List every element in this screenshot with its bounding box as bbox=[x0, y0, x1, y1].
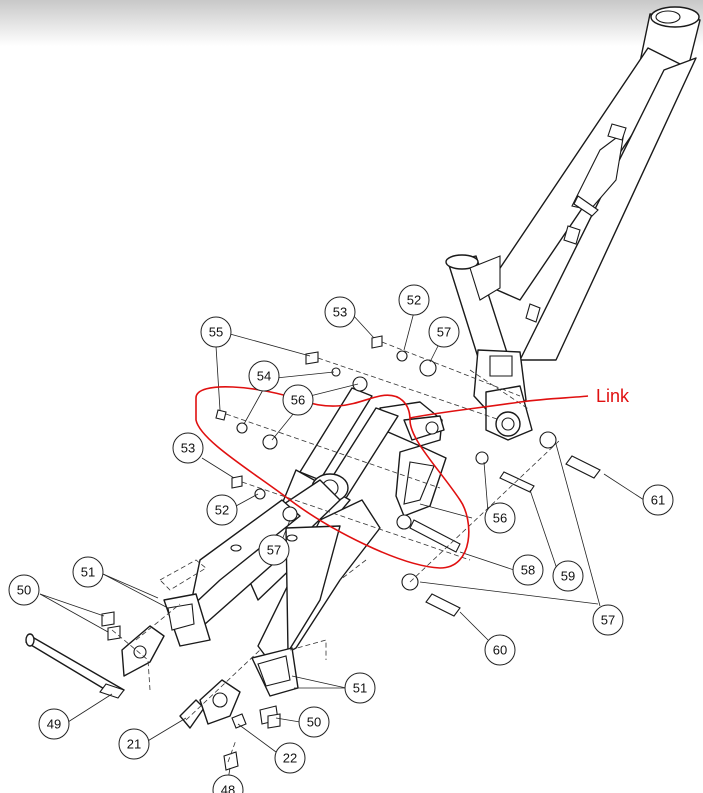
callout-48: 48 bbox=[212, 774, 244, 793]
callout-51: 51 bbox=[72, 556, 104, 588]
callout-61: 61 bbox=[642, 484, 674, 516]
svg-text:21: 21 bbox=[127, 737, 141, 752]
svg-text:50: 50 bbox=[17, 583, 31, 598]
leader-lines bbox=[39, 311, 645, 781]
callout-57: 57 bbox=[592, 604, 624, 636]
svg-text:52: 52 bbox=[215, 503, 229, 518]
callout-54: 54 bbox=[248, 360, 280, 392]
callout-57: 57 bbox=[428, 316, 460, 348]
link-rocker bbox=[379, 401, 447, 517]
svg-text:56: 56 bbox=[493, 511, 507, 526]
callout-51: 51 bbox=[344, 672, 376, 704]
svg-text:59: 59 bbox=[561, 569, 575, 584]
svg-text:55: 55 bbox=[209, 325, 223, 340]
svg-text:60: 60 bbox=[493, 643, 507, 658]
chain-stays bbox=[163, 479, 381, 697]
callout-21: 21 bbox=[118, 728, 150, 760]
callout-58: 58 bbox=[512, 554, 544, 586]
callout-60: 60 bbox=[484, 634, 516, 666]
svg-text:53: 53 bbox=[333, 305, 347, 320]
svg-text:56: 56 bbox=[291, 393, 305, 408]
callout-50: 50 bbox=[8, 574, 40, 606]
callout-53: 53 bbox=[172, 432, 204, 464]
callout-22: 22 bbox=[274, 742, 306, 774]
assembly-lines bbox=[111, 341, 561, 763]
callout-56: 56 bbox=[282, 384, 314, 416]
svg-text:53: 53 bbox=[181, 441, 195, 456]
callout-55: 55 bbox=[200, 316, 232, 348]
callout-49: 49 bbox=[38, 708, 70, 740]
svg-text:61: 61 bbox=[651, 493, 665, 508]
svg-text:58: 58 bbox=[521, 563, 535, 578]
svg-text:49: 49 bbox=[47, 717, 61, 732]
callout-50: 50 bbox=[298, 706, 330, 738]
link-arrow-line bbox=[409, 395, 589, 419]
rear-axle bbox=[25, 633, 125, 699]
hardware bbox=[101, 335, 601, 729]
svg-text:51: 51 bbox=[81, 565, 95, 580]
callout-56: 56 bbox=[484, 502, 516, 534]
callout-59: 59 bbox=[552, 560, 584, 592]
link-label: Link bbox=[596, 386, 630, 406]
svg-text:22: 22 bbox=[283, 751, 297, 766]
svg-text:52: 52 bbox=[407, 293, 421, 308]
svg-text:48: 48 bbox=[221, 783, 235, 793]
svg-text:57: 57 bbox=[437, 325, 451, 340]
svg-text:54: 54 bbox=[257, 369, 271, 384]
callout-57: 57 bbox=[258, 534, 290, 566]
dropouts bbox=[121, 625, 279, 771]
top-gradient-bar bbox=[0, 0, 703, 46]
callout-52: 52 bbox=[398, 284, 430, 316]
svg-text:50: 50 bbox=[307, 715, 321, 730]
svg-text:51: 51 bbox=[353, 681, 367, 696]
svg-text:57: 57 bbox=[601, 613, 615, 628]
front-frame bbox=[445, 6, 701, 441]
callout-53: 53 bbox=[324, 296, 356, 328]
callouts: 55 54 56 53 52 57 53 52 57 51 50 49 21 2… bbox=[8, 284, 674, 793]
svg-text:57: 57 bbox=[267, 543, 281, 558]
callout-52: 52 bbox=[206, 494, 238, 526]
